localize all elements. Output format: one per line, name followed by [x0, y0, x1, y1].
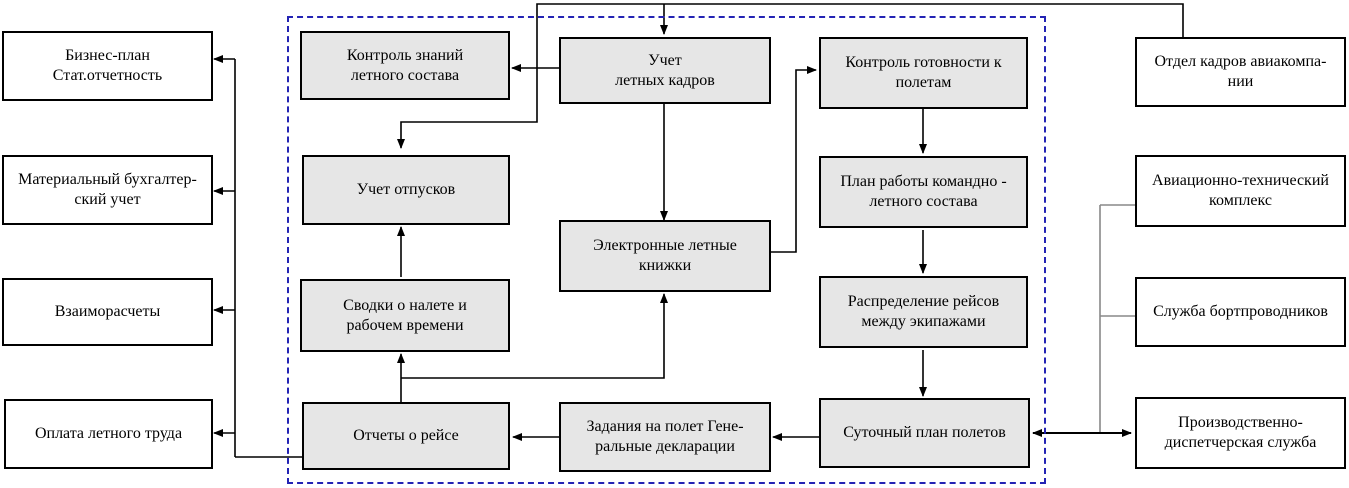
line-otdel-top: [397, 3, 1184, 149]
box-raspredelenie-reysov: Распределение рейсов между экипажами: [819, 276, 1028, 348]
label-line: План работы командно -: [840, 173, 1007, 190]
box-otdel-kadrov-label: Отдел кадров авиакомпа-нии: [1155, 52, 1327, 92]
box-otchety-o-reyse-label: Отчеты о рейсе: [353, 426, 459, 446]
box-plan-raboty: План работы командно - летного состава: [819, 156, 1028, 228]
box-vzaimoraschety: Взаиморасчеты: [2, 278, 213, 346]
box-svodki: Сводки о налете и рабочем времени: [300, 279, 510, 352]
box-pds-label: Производственно-диспетчерская служба: [1165, 413, 1317, 453]
label-line: полетам: [895, 74, 952, 91]
box-material-uchet-label: Материальный бухгалтер-ский учет: [18, 170, 197, 210]
box-elektronnye-knizhki-label: Электронные летные книжки: [593, 236, 737, 276]
box-material-uchet: Материальный бухгалтер-ский учет: [2, 155, 213, 225]
box-sutochny-plan-label: Суточный план полетов: [843, 423, 1006, 443]
label-line: Служба бортпроводников: [1153, 303, 1328, 320]
label-line: Материальный бухгалтер-: [18, 171, 197, 188]
box-sutochny-plan: Суточный план полетов: [819, 398, 1030, 468]
label-line: Распределение рейсов: [847, 293, 1000, 310]
label-line: Контроль знаний: [346, 46, 464, 64]
box-otchety-o-reyse: Отчеты о рейсе: [302, 402, 510, 470]
box-uchet-kadrov: Учет летных кадров: [559, 37, 771, 104]
box-pds: Производственно-диспетчерская служба: [1135, 397, 1346, 469]
label-line: Стат.отчетность: [52, 67, 163, 84]
label-line: Контроль готовности к: [845, 54, 1002, 71]
label-line: летного состава: [350, 66, 460, 84]
label-line: Учет отпусков: [356, 181, 456, 198]
label-line: Взаиморасчеты: [54, 303, 161, 320]
box-svodki-label: Сводки о налете и рабочем времени: [343, 296, 467, 336]
box-sluzhba-bortprovodnikov: Служба бортпроводников: [1135, 277, 1346, 347]
box-zadaniya-na-polet-label: Задания на полет Гене-ральные декларации: [586, 417, 743, 457]
label-line: Оплата летного труда: [34, 425, 183, 442]
label-line: нии: [1227, 73, 1254, 90]
label-line: Учет: [648, 51, 682, 69]
label-line: диспетчерская служба: [1164, 434, 1317, 451]
box-kontrol-gotovnosti-label: Контроль готовности к полетам: [845, 53, 1001, 93]
box-aviatekh-kompleks-label: Авиационно-технический комплекс: [1152, 171, 1329, 211]
label-line: Производственно-: [1178, 414, 1303, 431]
label-line: Суточный план полетов: [843, 424, 1006, 441]
label-line: Электронные летные: [593, 237, 737, 254]
label-line: Отчеты о рейсе: [353, 427, 459, 444]
label-line: комплекс: [1209, 192, 1272, 209]
label-line: Отдел кадров авиакомпа-: [1154, 53, 1327, 70]
label-line: Сводки о налете и: [343, 296, 467, 314]
label-line: ральные декларации: [595, 438, 735, 455]
line-elektron-to-gotovnost: [771, 66, 817, 253]
box-otdel-kadrov: Отдел кадров авиакомпа-нии: [1135, 37, 1346, 107]
line-otchety-to-elektron: [401, 293, 668, 379]
label-line: летных кадров: [615, 71, 715, 89]
box-aviatekh-kompleks: Авиационно-технический комплекс: [1135, 155, 1346, 227]
box-sluzhba-bortprovodnikov-label: Служба бортпроводников: [1153, 302, 1328, 322]
box-elektronnye-knizhki: Электронные летные книжки: [559, 220, 771, 292]
label-line: Авиационно-технический: [1152, 172, 1329, 189]
box-uchet-otpuskov: Учет отпусков: [302, 155, 510, 225]
label-line: летного состава: [869, 193, 978, 210]
box-kontrol-znaniy: Контроль знаний летного состава: [300, 31, 510, 100]
box-oplata-truda: Оплата летного труда: [4, 399, 213, 469]
box-oplata-truda-label: Оплата летного труда: [35, 424, 182, 444]
box-kontrol-gotovnosti: Контроль готовности к полетам: [819, 37, 1028, 109]
label-line: книжки: [638, 257, 692, 274]
system-boundary: [287, 16, 1046, 484]
label-line: Задания на полет Гене-: [586, 418, 744, 435]
box-raspredelenie-reysov-label: Распределение рейсов между экипажами: [848, 292, 999, 332]
label-line: ский учет: [74, 191, 141, 208]
box-uchet-kadrov-label: Учет летных кадров: [615, 51, 715, 91]
box-plan-raboty-label: План работы командно - летного состава: [840, 172, 1006, 212]
box-uchet-otpuskov-label: Учет отпусков: [357, 180, 455, 200]
box-vzaimoraschety-label: Взаиморасчеты: [55, 302, 161, 322]
box-zadaniya-na-polet: Задания на полет Гене-ральные декларации: [559, 402, 771, 472]
label-line: рабочем времени: [346, 316, 464, 334]
box-kontrol-znaniy-label: Контроль знаний летного состава: [347, 46, 463, 86]
label-line: Бизнес-план: [65, 47, 150, 64]
label-line: между экипажами: [861, 313, 986, 330]
